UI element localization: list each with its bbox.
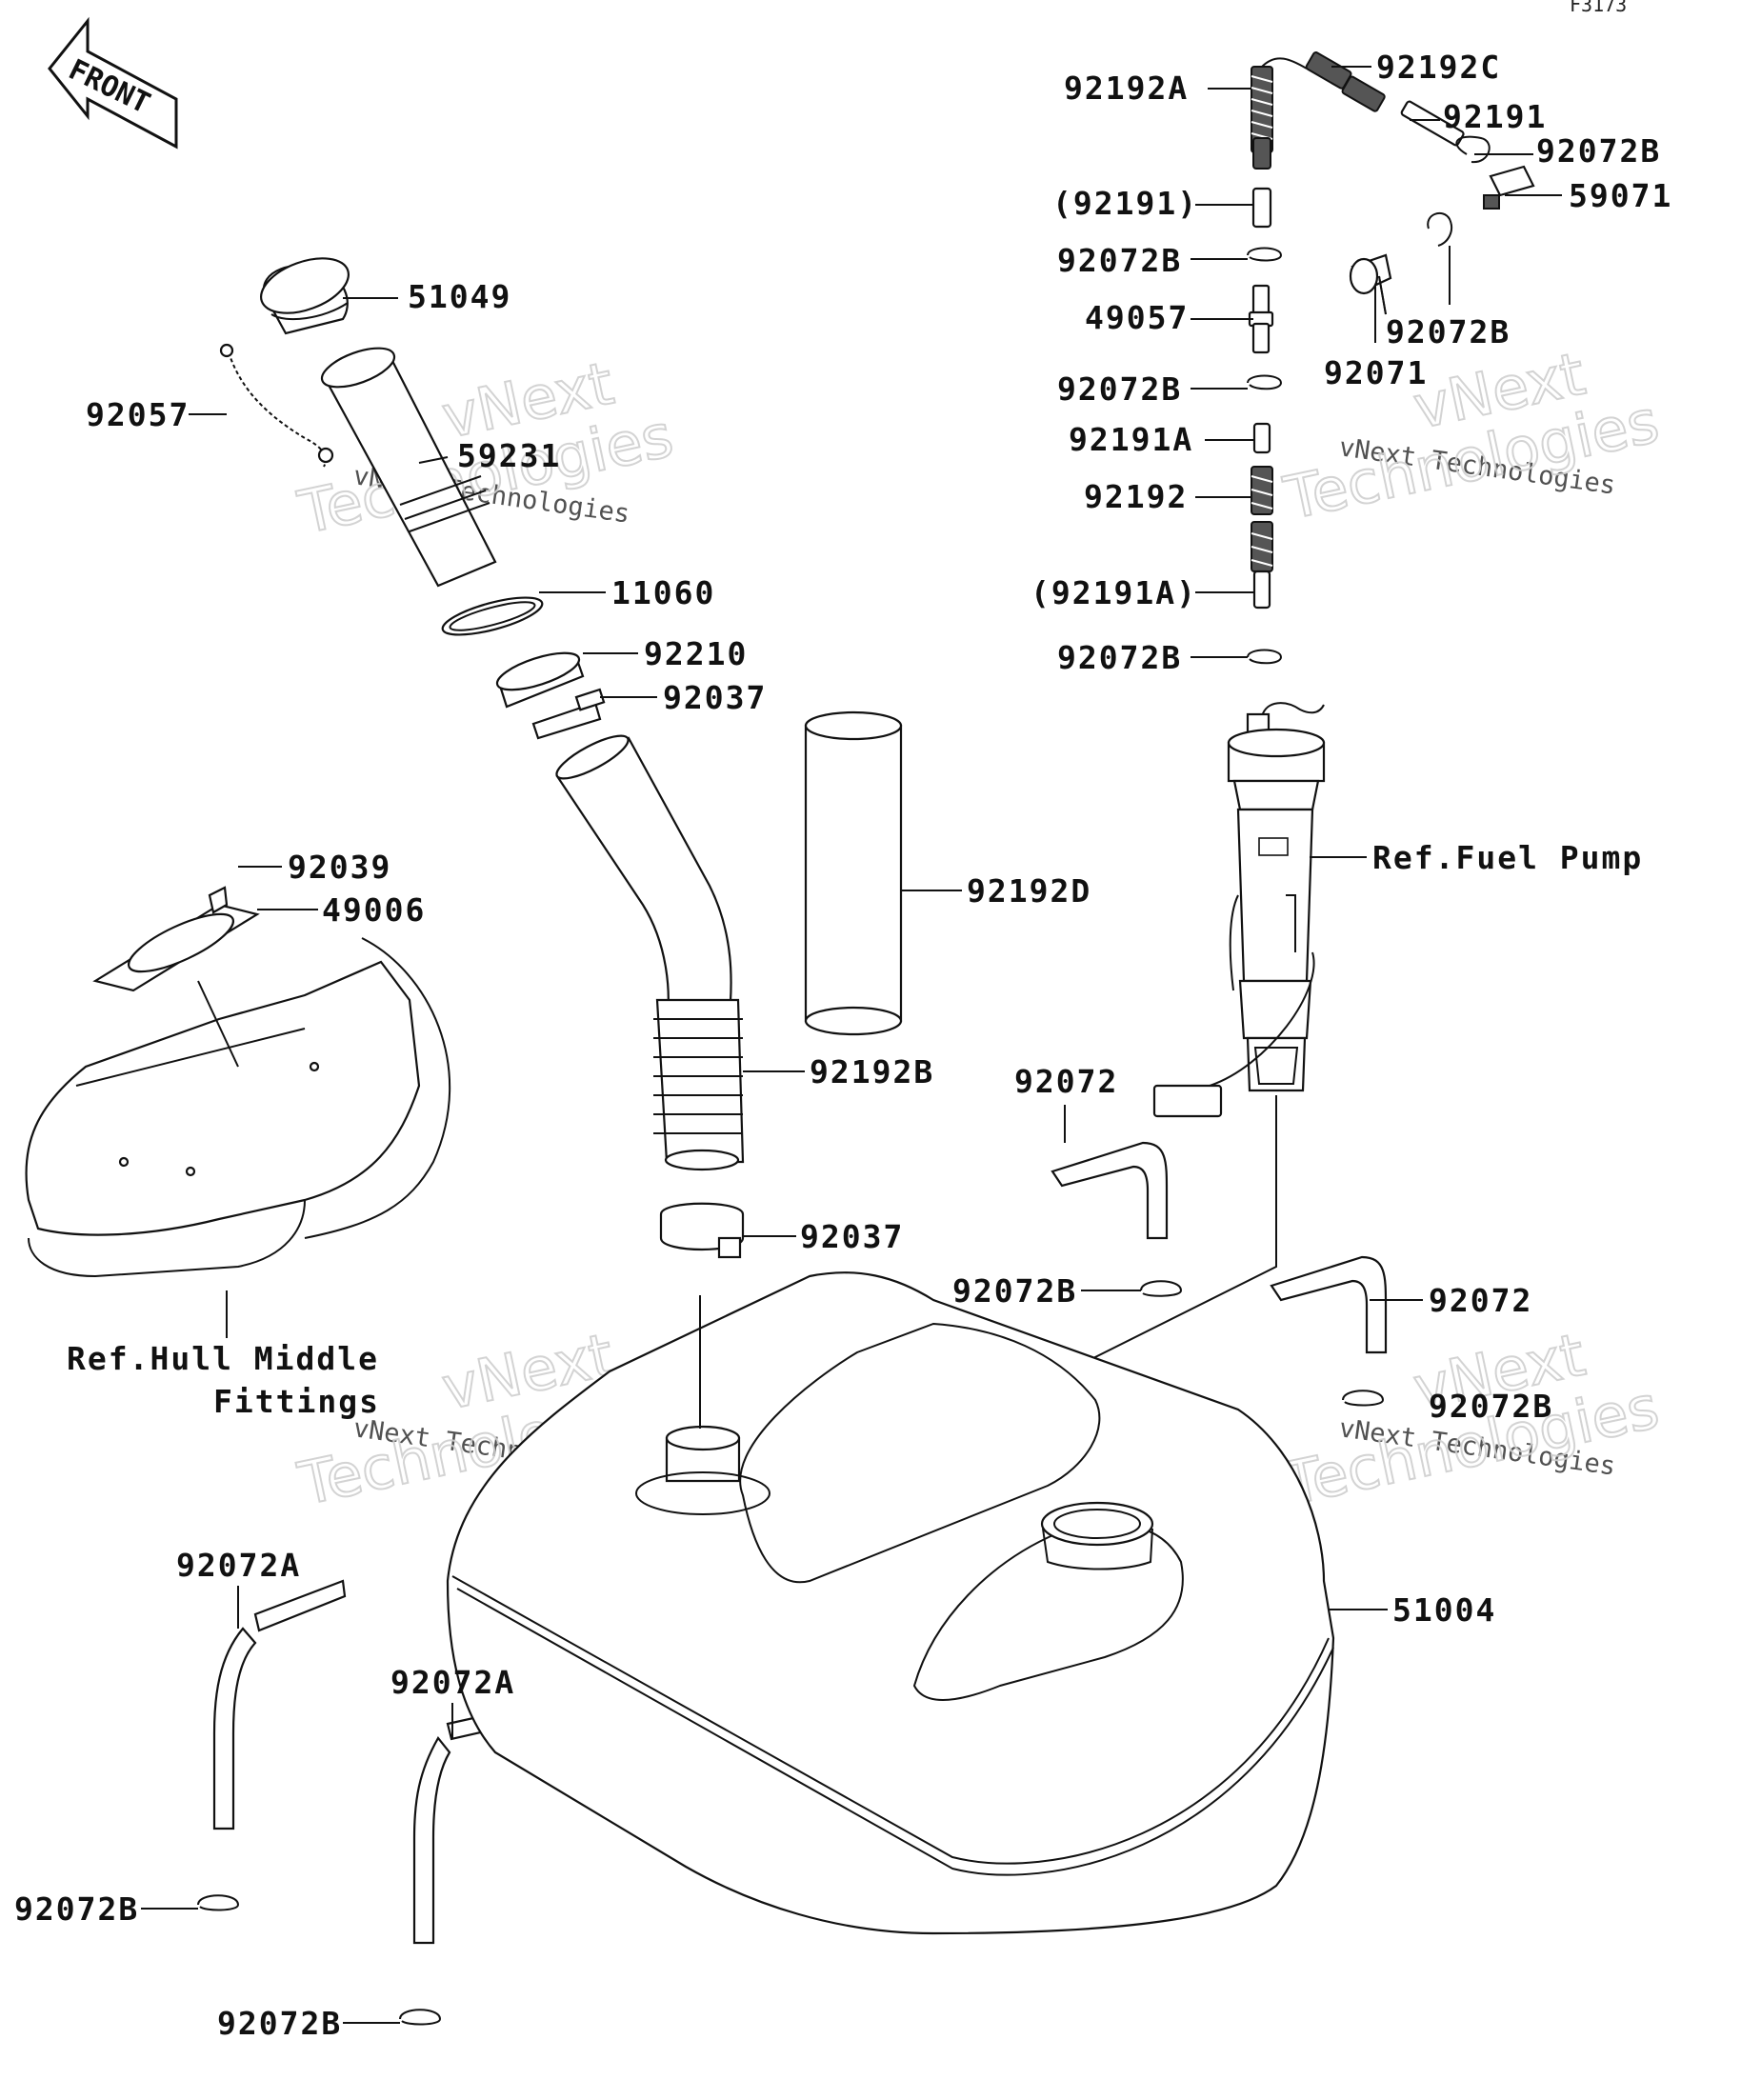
filler-assembly (219, 257, 745, 1259)
label-92191A-paren[interactable]: (92191A) (1031, 574, 1197, 611)
label-92192A[interactable]: 92192A (1064, 70, 1189, 107)
label-92072B[interactable]: 92072B (14, 1890, 139, 1928)
ref-fuel-pump[interactable]: Ref.Fuel Pump (1372, 839, 1643, 876)
ref-hull-middle[interactable]: Ref.Hull Middle (67, 1340, 379, 1377)
label-92072B[interactable]: 92072B (1057, 639, 1182, 676)
part-labels: 92192C 92192A 92191 92072B (92191) 59071… (14, 49, 1672, 2042)
label-92191A[interactable]: 92191A (1069, 421, 1193, 458)
label-92072A[interactable]: 92072A (176, 1547, 301, 1584)
label-92072[interactable]: 92072 (1014, 1063, 1118, 1100)
label-92037[interactable]: 92037 (800, 1218, 904, 1255)
label-92057[interactable]: 92057 (86, 396, 190, 433)
label-92039[interactable]: 92039 (288, 849, 391, 886)
label-92072B[interactable]: 92072B (217, 2005, 342, 2042)
label-92072B[interactable]: 92072B (1057, 242, 1182, 279)
label-51004[interactable]: 51004 (1392, 1591, 1496, 1629)
label-92072B[interactable]: 92072B (1536, 132, 1661, 170)
figure-code: F3173 (1570, 0, 1627, 16)
tube-92192D (804, 710, 903, 1036)
label-59231[interactable]: 59231 (457, 437, 561, 474)
label-49006[interactable]: 49006 (322, 891, 426, 929)
label-92037[interactable]: 92037 (663, 679, 767, 716)
hull-middle-fittings (25, 886, 451, 1338)
leader-lines (141, 66, 1562, 2024)
label-49057[interactable]: 49057 (1085, 299, 1189, 336)
fuel-tank (446, 1271, 1335, 1935)
straps (197, 1141, 1388, 2026)
label-92072B[interactable]: 92072B (952, 1272, 1077, 1310)
label-92072B[interactable]: 92072B (1429, 1388, 1553, 1425)
label-92192B[interactable]: 92192B (810, 1053, 934, 1090)
label-92191-paren[interactable]: (92191) (1052, 185, 1198, 222)
label-11060[interactable]: 11060 (611, 574, 715, 611)
label-92192C[interactable]: 92192C (1376, 49, 1501, 86)
label-92072B[interactable]: 92072B (1057, 370, 1182, 408)
label-92192[interactable]: 92192 (1084, 478, 1188, 515)
label-92071[interactable]: 92071 (1324, 354, 1428, 391)
label-92072[interactable]: 92072 (1429, 1282, 1532, 1319)
label-59071[interactable]: 59071 (1569, 177, 1672, 214)
label-92072B[interactable]: 92072B (1386, 313, 1511, 350)
front-arrow-icon: FRONT (48, 16, 178, 150)
ref-hull-fittings[interactable]: Fittings (213, 1383, 380, 1420)
label-92191[interactable]: 92191 (1443, 98, 1547, 135)
label-51049[interactable]: 51049 (408, 278, 511, 315)
label-92210[interactable]: 92210 (644, 635, 748, 672)
label-92192D[interactable]: 92192D (967, 872, 1091, 910)
label-92072A[interactable]: 92072A (390, 1664, 515, 1701)
